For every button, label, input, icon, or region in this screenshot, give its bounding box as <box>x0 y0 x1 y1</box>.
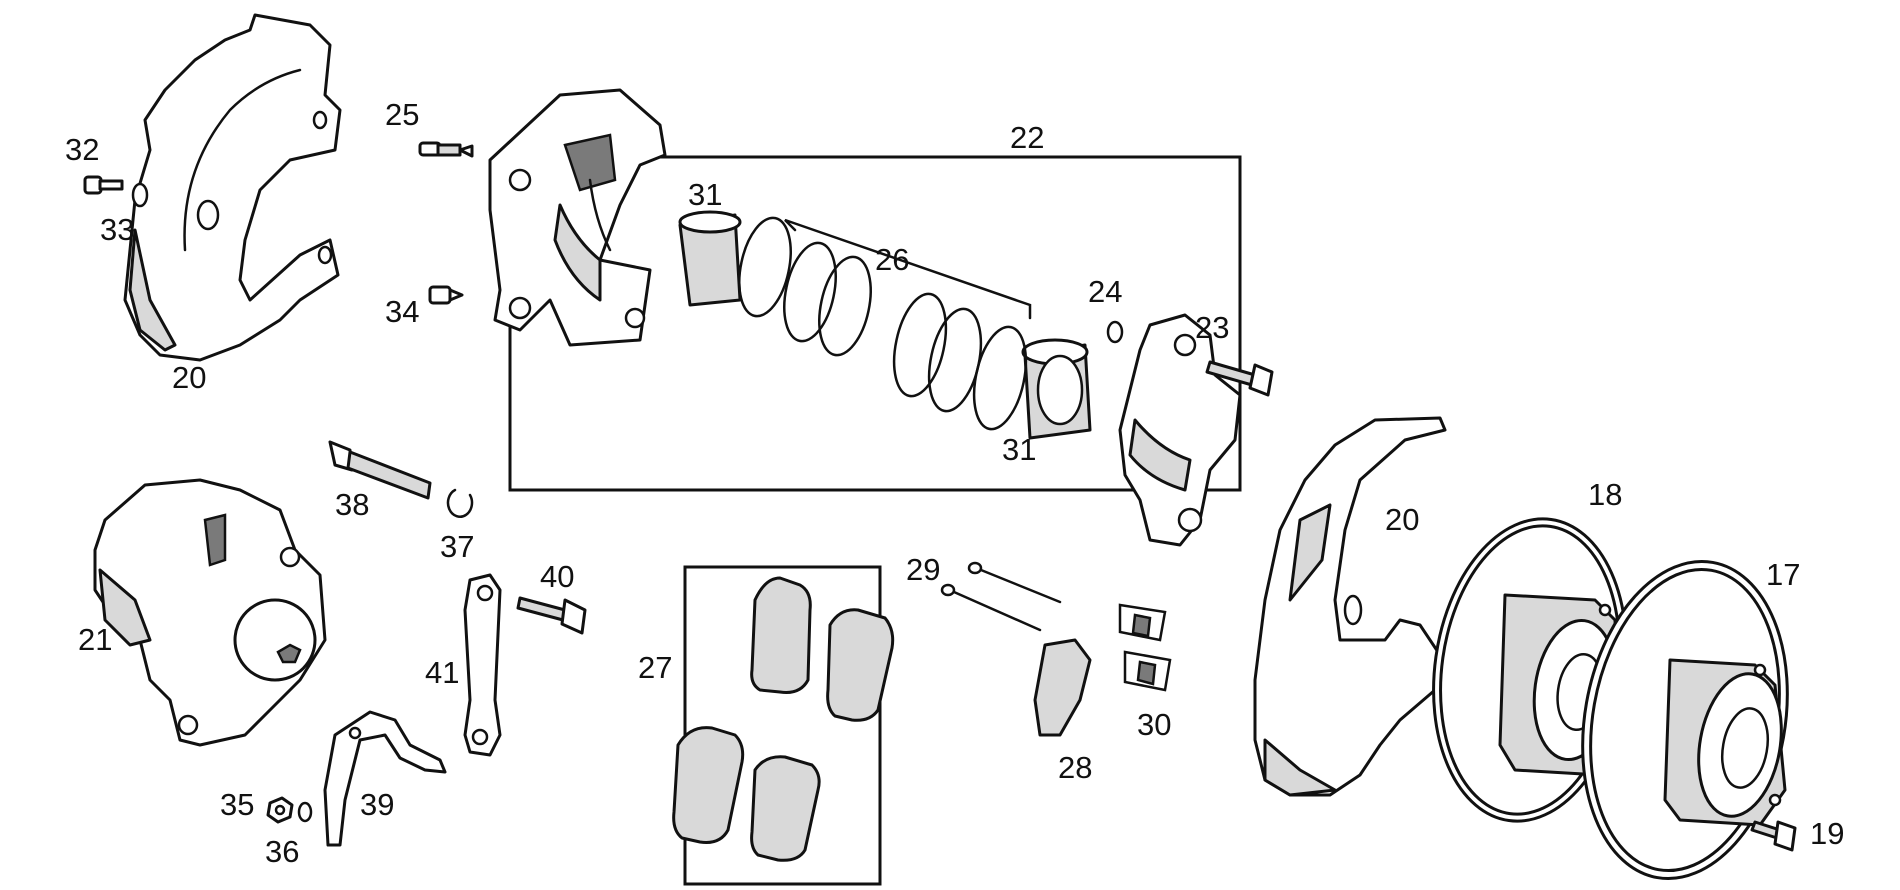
screw-19 <box>1750 820 1797 852</box>
callout-32: 32 <box>65 132 99 167</box>
caliper-assembly-21 <box>93 478 327 747</box>
callout-20-right: 20 <box>1385 502 1419 537</box>
dust-shield-right <box>1253 416 1447 797</box>
callout-41: 41 <box>425 655 459 690</box>
nut-35 <box>266 796 294 824</box>
brake-disc-18 <box>1432 517 1628 823</box>
callout-39: 39 <box>360 787 394 822</box>
caliper-body-outer-half <box>488 88 667 347</box>
callout-29: 29 <box>906 552 940 587</box>
brake-disc-17 <box>1581 559 1789 881</box>
callout-labels: 17 18 19 20 20 21 22 23 24 25 26 27 28 2… <box>65 97 1844 869</box>
callout-36: 36 <box>265 834 299 869</box>
brake-pad-4 <box>750 755 821 862</box>
brake-pad-1 <box>750 576 812 694</box>
washer-33 <box>131 182 149 208</box>
plug-34 <box>428 285 464 305</box>
brake-pads-box-27 <box>683 565 882 886</box>
split-pin-29 <box>940 561 1062 632</box>
piston-31-lower <box>1021 338 1092 440</box>
brake-pad-3 <box>672 726 745 844</box>
callout-34: 34 <box>385 294 419 329</box>
bracket-39 <box>323 710 447 847</box>
callout-38: 38 <box>335 487 369 522</box>
shim-28 <box>1033 638 1092 737</box>
dust-shield-upper-left <box>123 13 342 362</box>
callout-35: 35 <box>220 787 254 822</box>
bolt-40 <box>516 596 587 635</box>
callout-22: 22 <box>1010 120 1044 155</box>
callout-33: 33 <box>100 212 134 247</box>
piston-31-upper <box>678 210 742 307</box>
callout-27: 27 <box>638 650 672 685</box>
callout-40: 40 <box>540 559 574 594</box>
callout-24: 24 <box>1088 274 1122 309</box>
caliper-kit-box-22 <box>508 155 1242 492</box>
callout-21: 21 <box>78 622 112 657</box>
callout-20-upper-left: 20 <box>172 360 206 395</box>
callout-18: 18 <box>1588 477 1622 512</box>
callout-25: 25 <box>385 97 419 132</box>
seals-26 <box>738 216 1032 431</box>
clip-37 <box>446 488 474 518</box>
callout-31-upper: 31 <box>688 177 722 212</box>
caliper-body-inner-half <box>1118 313 1242 547</box>
bolt-32 <box>83 175 124 195</box>
callout-28: 28 <box>1058 750 1092 785</box>
brake-pad-2 <box>826 608 895 722</box>
washer-24 <box>1106 320 1124 344</box>
washer-36 <box>297 801 313 823</box>
spring-clips-30 <box>1118 603 1172 692</box>
callout-17: 17 <box>1766 557 1800 592</box>
callout-26: 26 <box>875 242 909 277</box>
callout-31-lower: 31 <box>1002 432 1036 467</box>
callout-37: 37 <box>440 529 474 564</box>
stud-38 <box>328 440 432 500</box>
bolt-23 <box>1205 360 1274 397</box>
callout-30: 30 <box>1137 707 1171 742</box>
plate-41 <box>463 573 502 757</box>
callout-23: 23 <box>1195 310 1229 345</box>
bleed-screw-25 <box>418 141 474 158</box>
callout-19: 19 <box>1810 816 1844 851</box>
